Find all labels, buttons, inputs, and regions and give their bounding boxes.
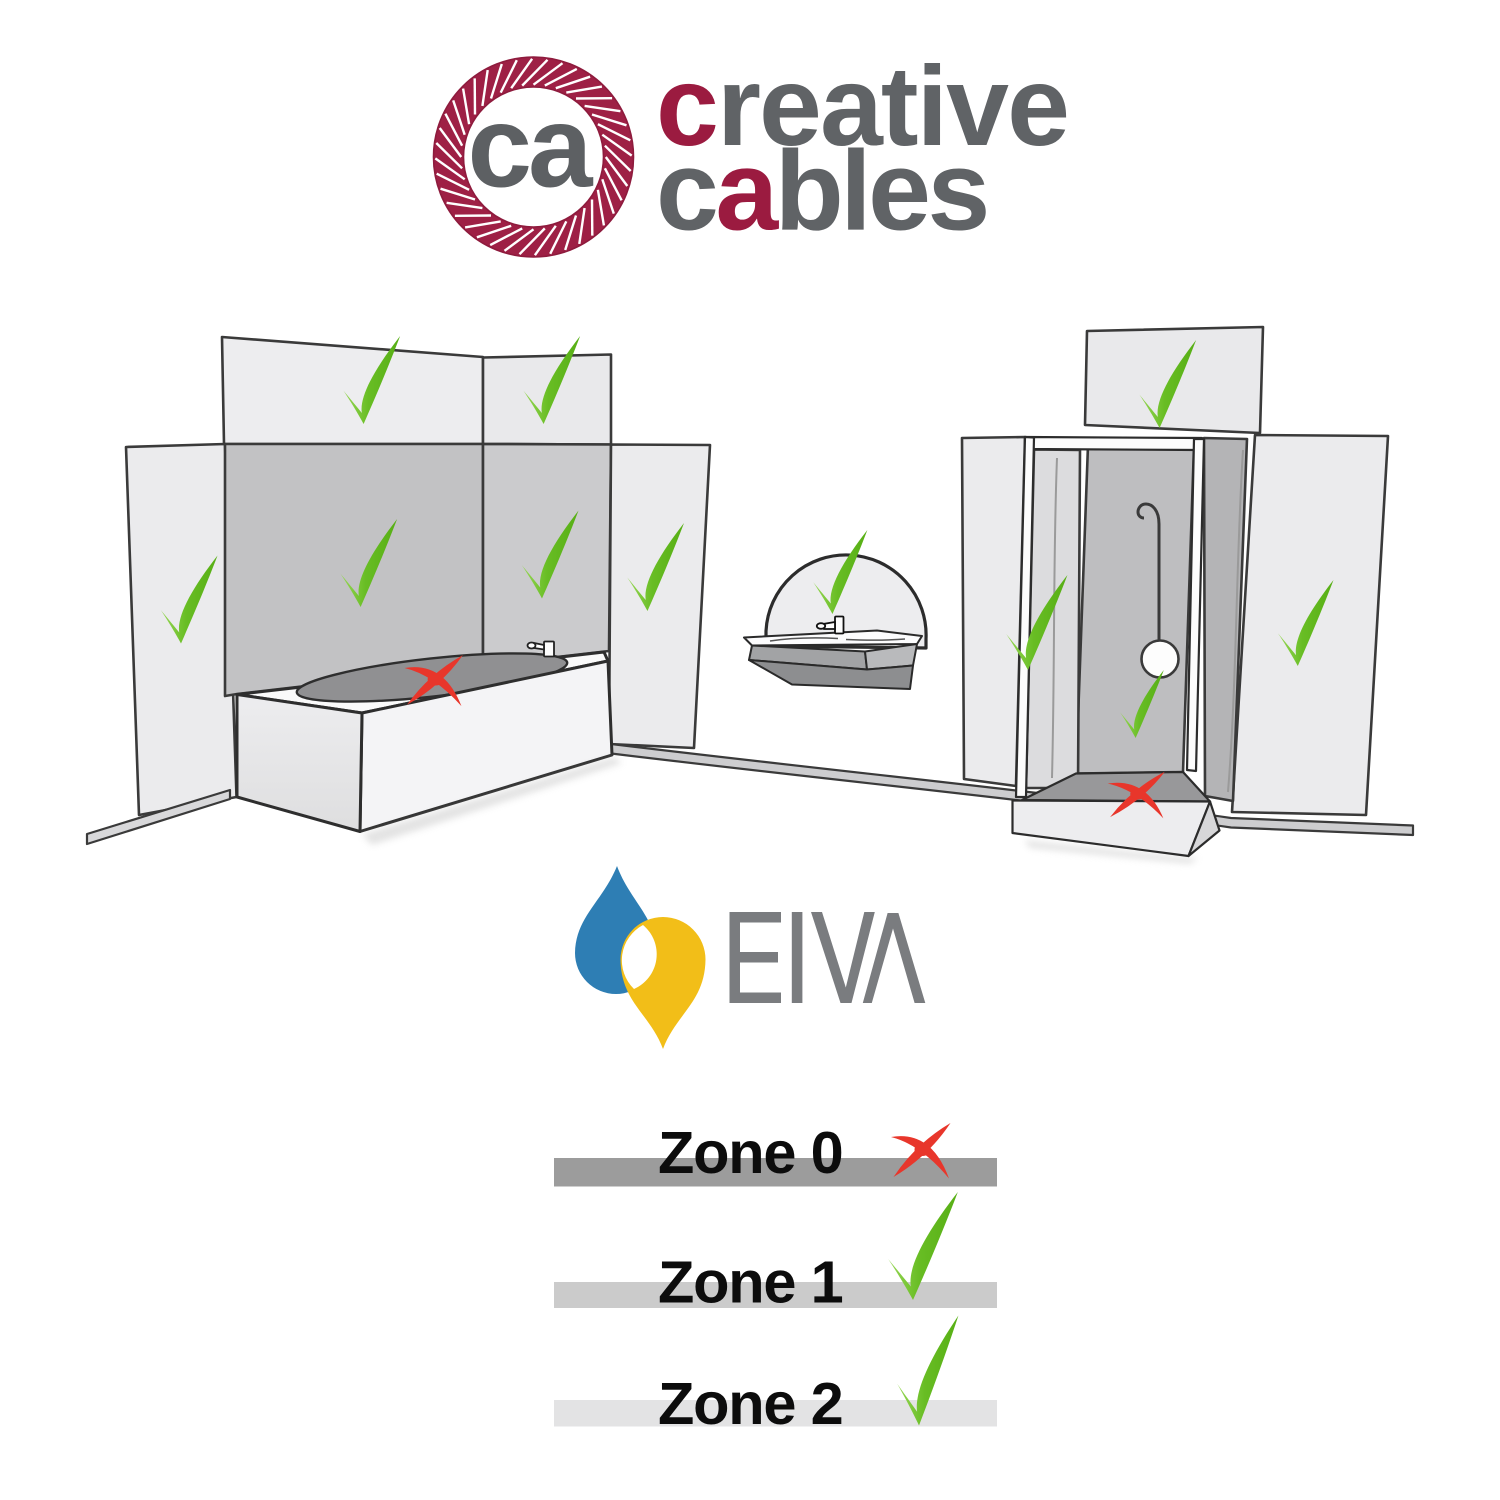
svg-text:creative: creative — [656, 43, 1068, 169]
svg-text:cables: cables — [656, 128, 987, 254]
svg-text:Zone 0: Zone 0 — [658, 1119, 843, 1186]
svg-text:Zone 1: Zone 1 — [658, 1249, 843, 1316]
svg-text:Zone 2: Zone 2 — [658, 1370, 843, 1437]
svg-text:ca: ca — [468, 82, 595, 212]
